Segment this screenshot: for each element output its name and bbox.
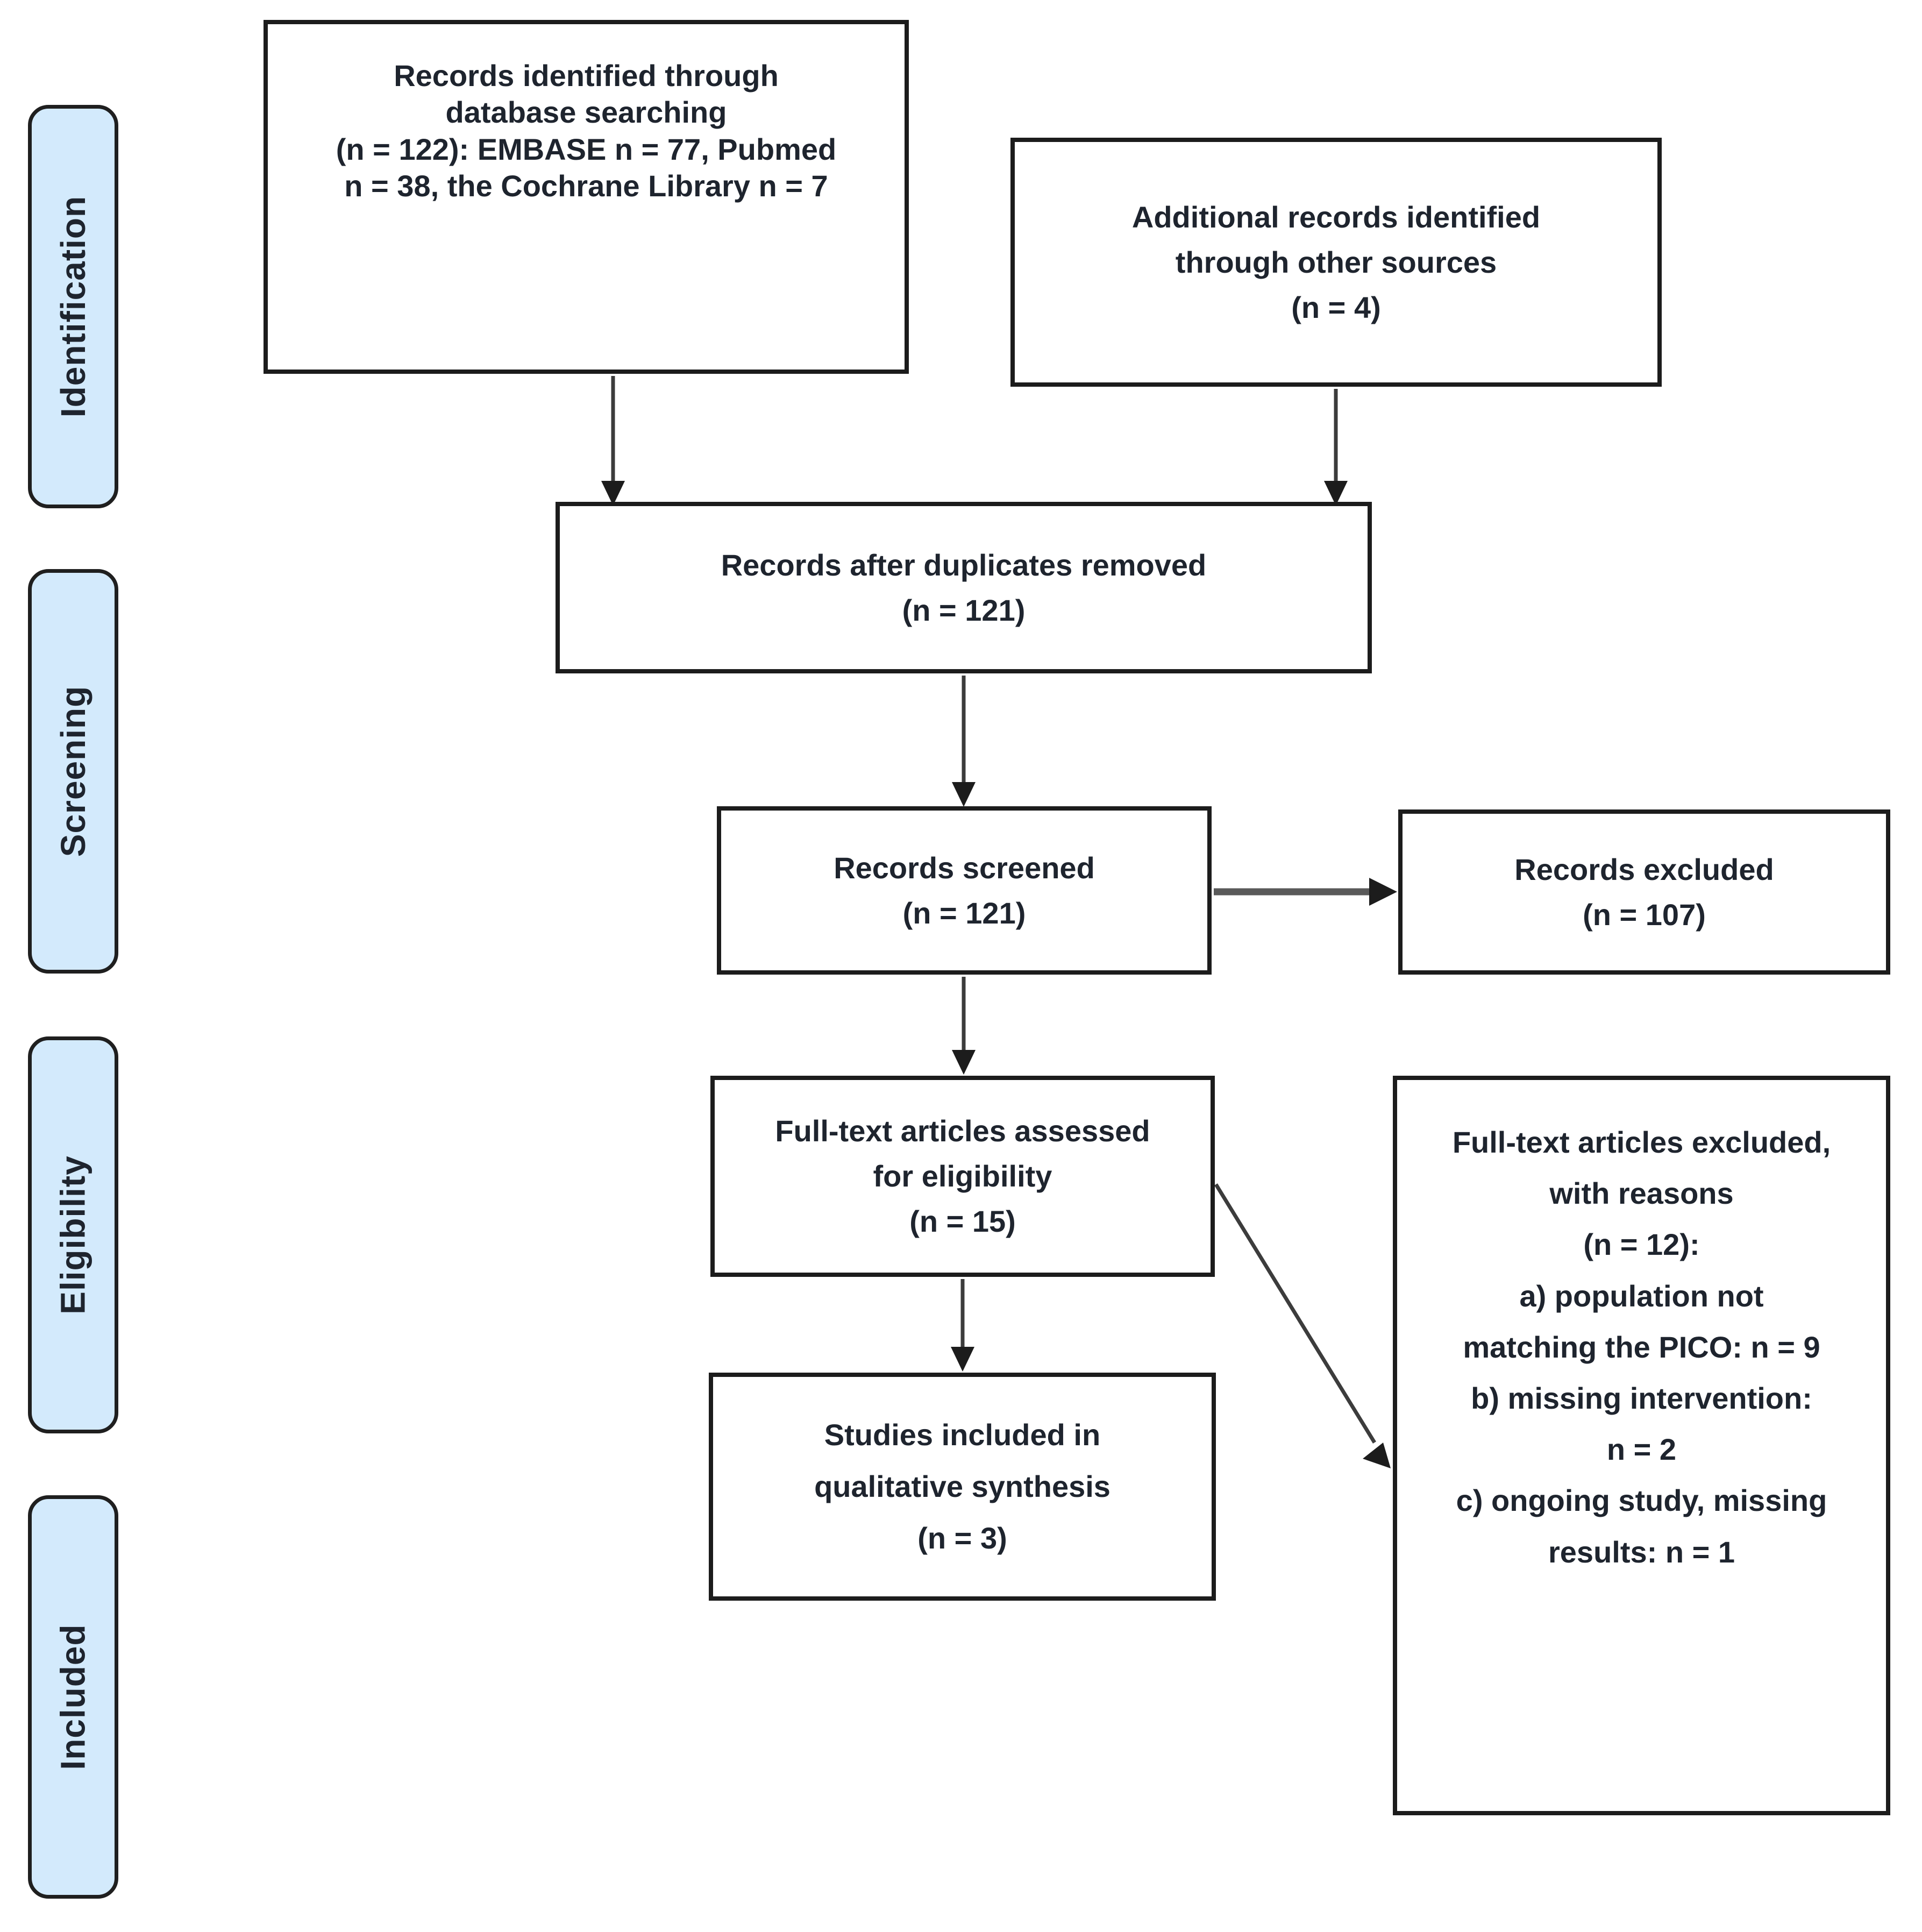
box-text-line: Additional records identified [1131,200,1541,234]
arrow-fulltext-to-excluded-diagonal [1214,1183,1391,1468]
box-text-line: (n = 122): EMBASE n = 77, Pubmed [336,132,837,166]
box-text-line: matching the PICO: n = 9 [1463,1330,1820,1364]
box-text-line: for eligibility [873,1159,1052,1193]
box-text-line: results: n = 1 [1548,1535,1735,1569]
box-text-line: n = 2 [1606,1432,1677,1467]
box-text-line: (n = 107) [1583,897,1706,932]
arrow-duplicates-to-screened [952,676,976,807]
arrow-fulltext-to-included [951,1279,974,1372]
box-text-line: (n = 121) [902,896,1026,930]
box-additional-records: Additional records identified through ot… [1010,138,1662,387]
box-fulltext-assessed: Full-text articles assessed for eligibil… [710,1076,1215,1277]
arrow-additional-to-duplicates [1324,389,1348,506]
phase-screening-label: Screening [54,685,92,857]
phase-included: Included [28,1495,118,1899]
box-text-line: Full-text articles assessed [775,1114,1150,1148]
box-text-line: (n = 3) [917,1521,1007,1555]
box-records-screened: Records screened (n = 121) [717,806,1212,975]
box-text-line: b) missing intervention: [1471,1381,1812,1415]
box-text-line: (n = 121) [902,593,1026,627]
phase-eligibility: Eligibility [28,1036,118,1433]
box-text-line: Records after duplicates removed [721,548,1207,582]
box-text-line: with reasons [1549,1176,1734,1211]
box-text-line: database searching [445,95,727,130]
box-text-line: Studies included in [824,1417,1101,1452]
box-text-line: Records identified through [394,59,779,93]
arrow-screened-to-fulltext [952,977,976,1075]
box-records-identified: Records identified through database sear… [264,20,909,374]
phase-identification-label: Identification [54,195,92,418]
phase-screening: Screening [28,569,118,974]
box-text-line: (n = 12): [1583,1227,1700,1262]
box-text-line: (n = 4) [1291,290,1381,324]
box-fulltext-excluded: Full-text articles excluded, with reason… [1393,1076,1890,1815]
phase-identification: Identification [28,105,118,508]
box-duplicates-removed: Records after duplicates removed (n = 12… [556,502,1372,673]
box-text-line: n = 38, the Cochrane Library n = 7 [344,168,828,203]
box-text-line: Records screened [834,850,1095,885]
box-records-excluded: Records excluded (n = 107) [1398,809,1890,975]
arrow-screened-to-excluded [1214,878,1397,906]
box-text-line: a) population not [1519,1278,1764,1313]
box-text-line: through other sources [1175,245,1497,279]
box-text-line: qualitative synthesis [814,1469,1111,1503]
box-text-line: (n = 15) [909,1204,1016,1238]
arrow-identified-to-duplicates [601,376,625,506]
box-text-line: c) ongoing study, missing [1456,1483,1827,1518]
phase-included-label: Included [54,1624,92,1770]
box-text-line: Full-text articles excluded, [1452,1125,1831,1159]
phase-eligibility-label: Eligibility [54,1155,92,1315]
box-text-line: Records excluded [1514,852,1774,886]
box-studies-included: Studies included in qualitative synthesi… [709,1373,1216,1601]
